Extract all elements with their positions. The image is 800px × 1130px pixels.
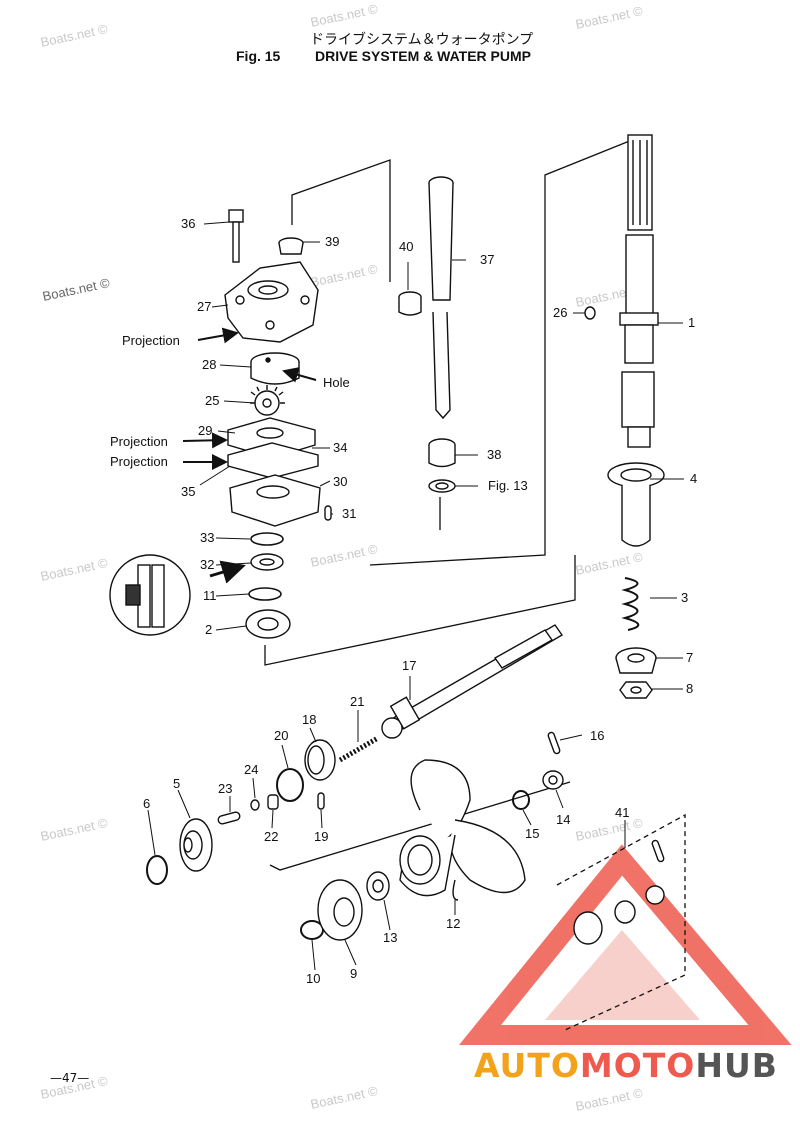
callout-35: 35 [181, 484, 195, 499]
callout-2: 2 [205, 622, 212, 637]
callout-29: 29 [198, 423, 212, 438]
callout-17: 17 [402, 658, 416, 673]
callout-11: 11 [203, 588, 217, 603]
callout-6: 6 [143, 796, 150, 811]
assembly-outline [264, 139, 686, 1031]
callout-5: 5 [173, 776, 180, 791]
hardware-kit [573, 839, 665, 945]
projection-label: Projection [110, 434, 168, 449]
figure-number: Fig. 15 [236, 48, 281, 64]
automotohub-logo [459, 844, 792, 1045]
callout-7: 7 [686, 650, 693, 665]
page-number: —47— [50, 1071, 90, 1085]
leader-lines [147, 221, 684, 971]
callout-10: 10 [306, 971, 320, 986]
callout-40: 40 [399, 239, 413, 254]
callout-22: 22 [264, 829, 278, 844]
callout-39: 39 [325, 234, 339, 249]
pinion-gear [615, 647, 657, 674]
callout-15: 15 [525, 826, 539, 841]
callout-38: 38 [487, 447, 501, 462]
callout-34: 34 [333, 440, 347, 455]
pump-liner [250, 352, 300, 385]
clutch-dog [304, 739, 336, 781]
thrust-washer [366, 871, 390, 901]
bolt [228, 209, 244, 263]
pump-base [229, 474, 332, 527]
propeller-shaft [381, 624, 564, 739]
pump-housing [224, 261, 319, 343]
callout-26: 26 [553, 305, 567, 320]
oil-seal [250, 553, 284, 571]
brand-hub: HUB [695, 1046, 778, 1085]
callout-25: 25 [205, 393, 219, 408]
annotation-arrows [182, 327, 317, 584]
japanese-title: ドライブシステム＆ウォータポンプ [310, 32, 534, 48]
annotation-labels: Projection Hole Projection Projection Fi… [110, 333, 528, 493]
callout-41: 41 [615, 805, 629, 820]
callout-31: 31 [342, 506, 356, 521]
pump-plate [227, 417, 319, 479]
tube-seal [398, 291, 422, 316]
projection-label: Projection [110, 454, 168, 469]
callout-28: 28 [202, 357, 216, 372]
shaft-sleeve [607, 462, 665, 547]
ball-bearing [245, 609, 291, 639]
callout-32: 32 [200, 557, 214, 572]
callout-37: 37 [480, 252, 494, 267]
brand-moto: MOTO [579, 1046, 696, 1085]
forward-gear [179, 818, 213, 872]
callout-18: 18 [302, 712, 316, 727]
callout-16: 16 [590, 728, 604, 743]
pinion-nut [619, 681, 653, 699]
callout-13: 13 [383, 930, 397, 945]
spring [621, 577, 640, 631]
figure-title: DRIVE SYSTEM & WATER PUMP [315, 48, 531, 64]
callout-9: 9 [350, 966, 357, 981]
callout-4: 4 [690, 471, 697, 486]
water-tube [428, 176, 454, 420]
projection-label: Projection [122, 333, 180, 348]
callout-3: 3 [681, 590, 688, 605]
callout-14: 14 [556, 812, 570, 827]
seal-detail-inset [109, 554, 191, 636]
cam-rod [338, 735, 380, 763]
callout-19: 19 [314, 829, 328, 844]
reverse-gear [317, 879, 363, 941]
drive-shaft [619, 134, 659, 448]
fig13-reference: Fig. 13 [488, 478, 528, 493]
automotohub-brand: AUTOMOTOHUB [474, 1046, 778, 1085]
plug [584, 306, 596, 320]
propeller-nut [542, 731, 564, 790]
diagram-header: ドライブシステム＆ウォータポンプ Fig. 15 DRIVE SYSTEM & … [0, 0, 800, 70]
spring-ring [276, 768, 304, 802]
callout-1: 1 [688, 315, 695, 330]
callout-36: 36 [181, 216, 195, 231]
propeller [399, 759, 526, 901]
pump-insert [278, 237, 304, 255]
callout-30: 30 [333, 474, 347, 489]
callout-24: 24 [244, 762, 258, 777]
callout-8: 8 [686, 681, 693, 696]
callout-33: 33 [200, 530, 214, 545]
callout-23: 23 [218, 781, 232, 796]
hole-label: Hole [323, 375, 350, 390]
callout-21: 21 [350, 694, 364, 709]
callout-20: 20 [274, 728, 288, 743]
callout-27: 27 [197, 299, 211, 314]
callout-12: 12 [446, 916, 460, 931]
brand-auto: AUTO [474, 1046, 580, 1085]
grommet [428, 438, 456, 493]
part-callouts: 1 2 3 4 5 6 7 8 9 10 11 12 13 14 15 16 1… [143, 216, 697, 986]
cross-pin [217, 792, 325, 825]
impeller [250, 385, 285, 416]
